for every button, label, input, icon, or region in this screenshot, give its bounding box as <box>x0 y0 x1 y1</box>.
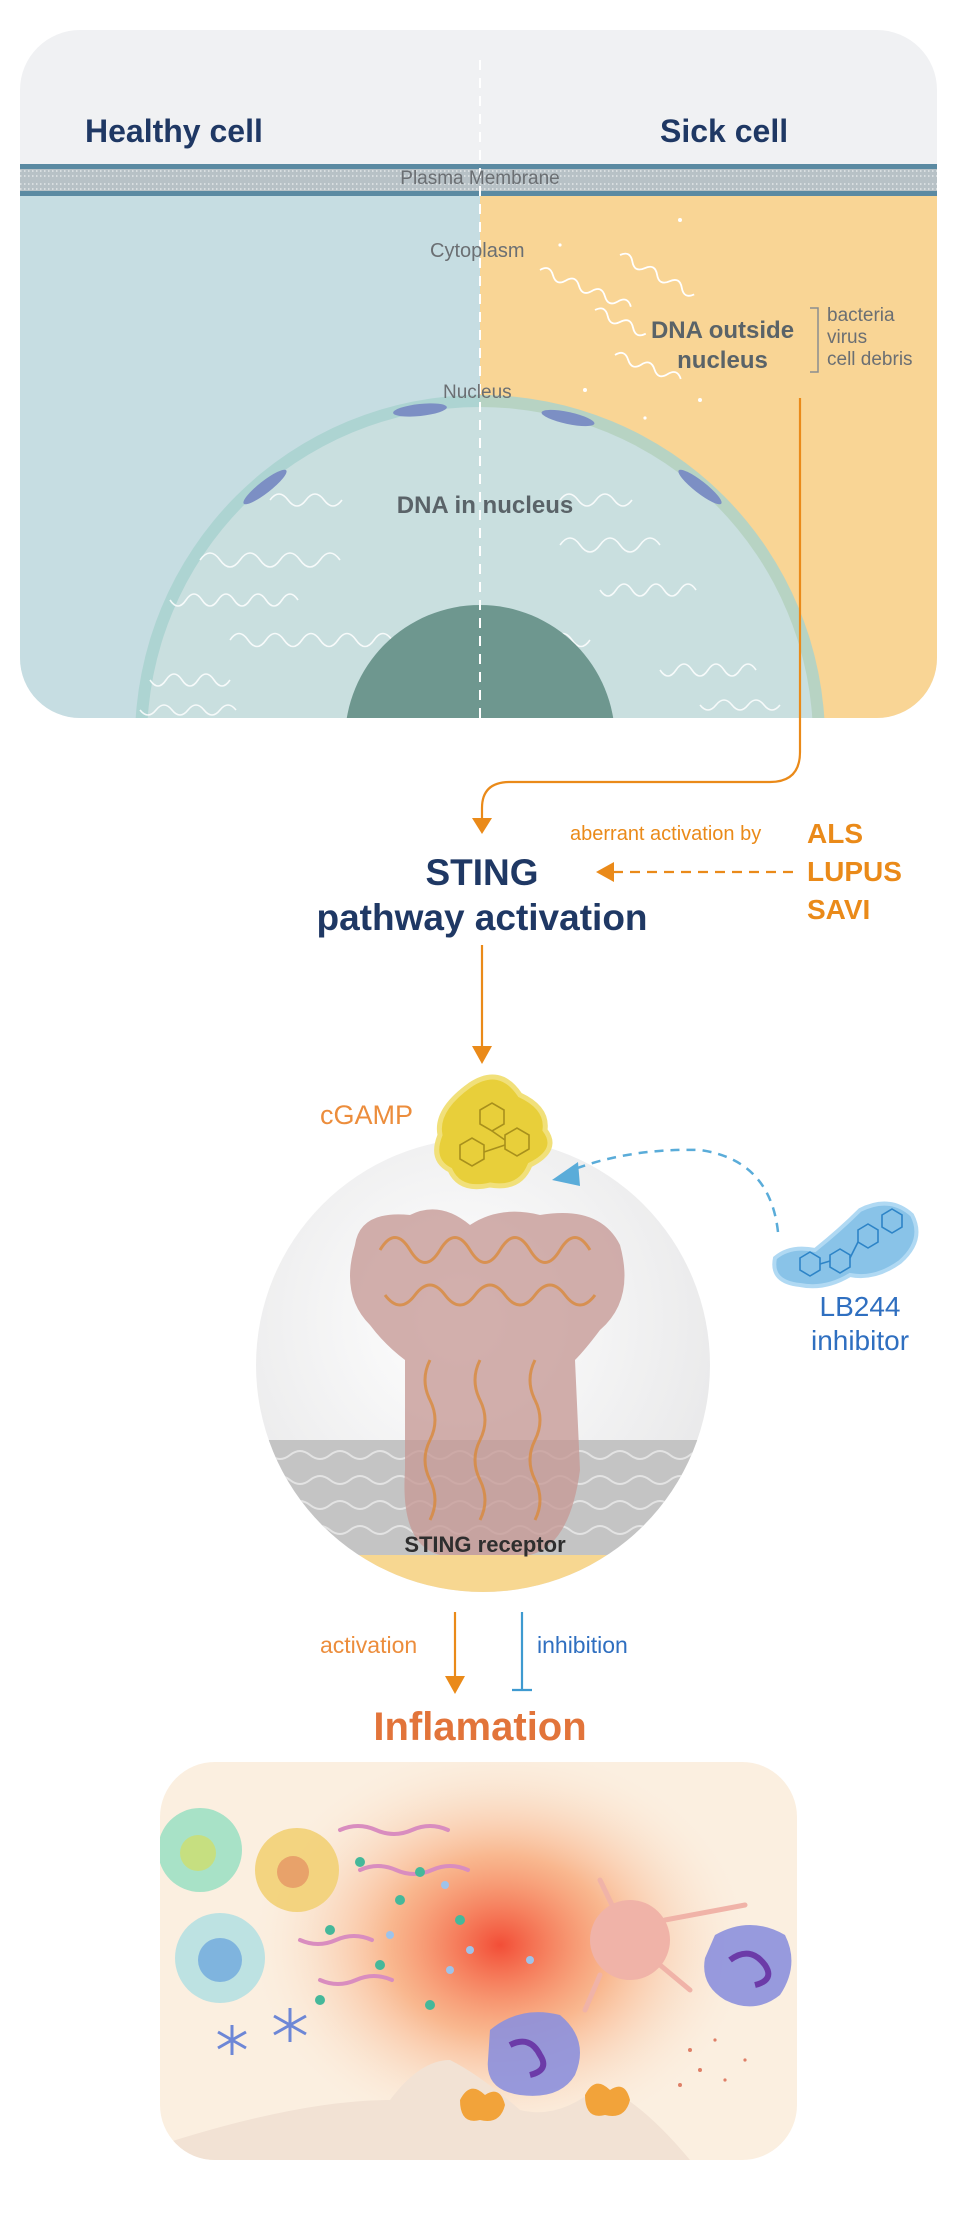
sting-protein <box>350 1209 625 1555</box>
inhibitor-line1: LB244 <box>819 1291 901 1322</box>
inflammation-panel <box>160 1762 797 2160</box>
inhibition-label: inhibition <box>537 1632 628 1658</box>
arrow-to-cgamp-head <box>472 1046 492 1064</box>
dna-outside-label: DNA outside nucleus <box>630 316 815 376</box>
inhibitor-arrowhead <box>552 1162 580 1186</box>
nucleus-label: Nucleus <box>443 382 512 403</box>
disease-lupus: LUPUS <box>807 856 902 887</box>
activation-arrowhead <box>445 1676 465 1694</box>
sting-title-line2: pathway activation <box>316 897 648 938</box>
disease-list: ALS LUPUS SAVI <box>807 815 902 929</box>
nucleus-interior <box>147 407 813 718</box>
dna-in-nucleus-label: DNA in nucleus <box>396 492 574 519</box>
healthy-cell-title: Healthy cell <box>85 113 263 149</box>
lb244-molecule <box>772 1201 919 1289</box>
sting-title-line1: STING <box>425 852 539 893</box>
nucleolus <box>345 605 615 718</box>
plasma-membrane <box>20 164 937 196</box>
inflammation-title: Inflamation <box>373 1705 587 1749</box>
source-virus: virus <box>827 327 868 348</box>
dna-outside-squiggles <box>539 252 695 380</box>
debris-dots <box>558 218 762 420</box>
cell-panel <box>20 30 937 718</box>
sources-bracket <box>810 307 819 373</box>
connector-to-sting <box>480 398 802 826</box>
nuclear-pores <box>243 403 722 505</box>
disease-savi: SAVI <box>807 894 871 925</box>
sick-cell-title: Sick cell <box>660 113 789 149</box>
dna-outside-line1: DNA outside <box>650 317 795 344</box>
cgamp-molecule <box>434 1074 553 1190</box>
source-cell-debris: cell debris <box>827 349 913 370</box>
sting-sphere <box>256 1138 710 1592</box>
disease-als: ALS <box>807 818 863 849</box>
sting-receptor-label: STING receptor <box>404 1532 566 1557</box>
cgamp-label: cGAMP <box>320 1100 414 1130</box>
inhibitor-line2: inhibitor <box>810 1325 910 1356</box>
source-bacteria: bacteria <box>827 305 895 326</box>
membrane-label: Plasma Membrane <box>400 168 560 189</box>
aberrant-arrowhead <box>596 862 614 882</box>
activation-label: activation <box>320 1632 418 1658</box>
dna-sources-list: bacteria virus cell debris <box>827 305 913 371</box>
lb244-inhibitor-label: LB244 inhibitor <box>790 1290 930 1358</box>
connector-arrowhead <box>472 818 492 834</box>
cytoplasm-label: Cytoplasm <box>430 240 525 262</box>
inhibitor-dashed-arrow <box>571 1148 780 1233</box>
sting-pathway-title: STING pathway activation <box>262 850 702 940</box>
aberrant-activation-label: aberrant activation by <box>570 823 762 845</box>
dna-outside-line2: nucleus <box>677 347 768 374</box>
